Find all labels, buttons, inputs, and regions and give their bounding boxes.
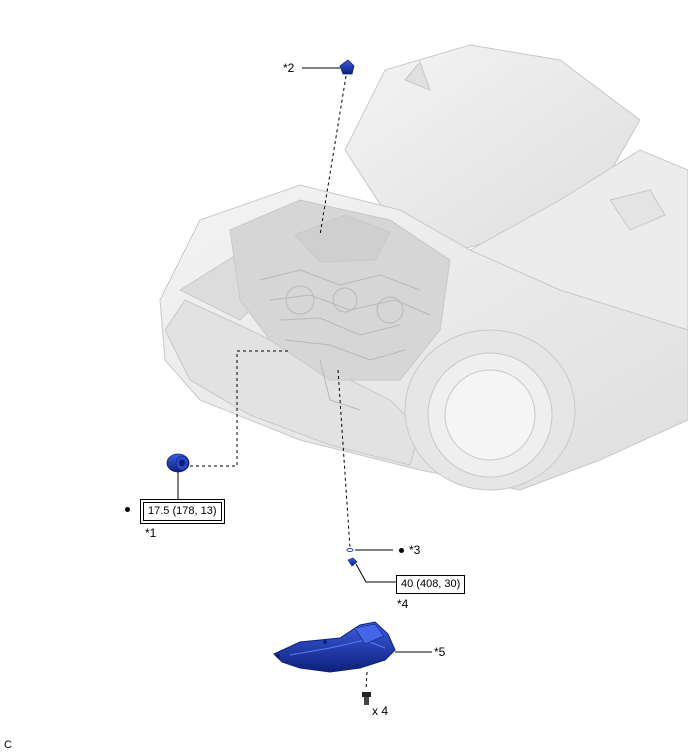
engine-bay [229, 199, 451, 381]
bolt-icon [362, 692, 371, 705]
part-2-grommet [339, 59, 355, 75]
part-4-drain-plug [347, 557, 358, 567]
dash-2 [319, 75, 347, 236]
dash-bolt [365, 671, 368, 691]
bolt-quantity: x 4 [372, 704, 389, 718]
corner-mark: C [4, 739, 12, 751]
part-3-gasket [346, 548, 354, 552]
leader-4 [355, 563, 396, 583]
torque-spec-2: 40 (408, 30) [396, 575, 466, 594]
callout-4-label: *4 [397, 597, 409, 611]
engine-cover [294, 214, 391, 263]
dash-1 [190, 350, 290, 467]
vehicle-mirror [609, 189, 666, 231]
callout-1-label: *1 [145, 526, 157, 540]
part-1-bushing [166, 453, 190, 473]
part-5-under-cover [273, 621, 396, 673]
callout-3-label: *3 [409, 543, 421, 557]
bullet-3 [399, 548, 404, 553]
callout-5-label: *5 [434, 645, 446, 659]
vehicle-illustration [159, 44, 688, 491]
torque-spec-1: 17.5 (178, 13) [140, 499, 225, 524]
bullet-1 [125, 507, 130, 512]
callout-2-label: *2 [283, 61, 295, 75]
